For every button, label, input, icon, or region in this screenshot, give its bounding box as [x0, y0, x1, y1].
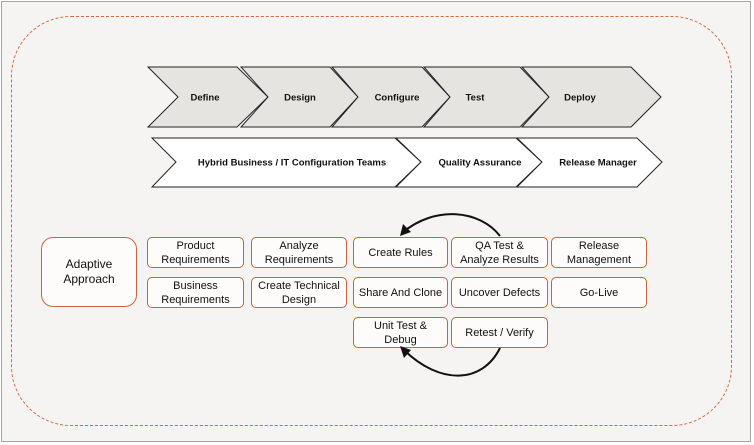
- retest-verify-label: Retest / Verify: [465, 326, 534, 339]
- team-label-release: Release Manager: [559, 157, 637, 169]
- uncover-defects-label: Uncover Defects: [458, 286, 541, 299]
- activity-box: Unit Test & Debug: [353, 317, 448, 348]
- dashed-boundary: [11, 16, 732, 426]
- team-label-hybrid: Hybrid Business / IT Configuration Teams: [197, 157, 387, 169]
- phase-label-define: Define: [190, 92, 220, 104]
- analyze-requirements-label: Analyze Requirements: [264, 239, 334, 266]
- activity-box: Create Rules: [353, 237, 448, 268]
- adaptive-approach-label: Adaptive Approach: [63, 257, 115, 286]
- phase-design-chevron: [239, 66, 359, 128]
- phase-label-design: Design: [284, 92, 316, 104]
- qa-test-analyze-label: QA Test & Analyze Results: [460, 239, 539, 266]
- phase-test-chevron: [422, 66, 550, 128]
- share-and-clone-label: Share And Clone: [358, 286, 443, 299]
- release-management-label: Release Management: [566, 239, 632, 266]
- go-live-label: Go-Live: [579, 286, 619, 299]
- team-hybrid-chevron: [150, 137, 422, 188]
- activity-box: Create Technical Design: [251, 277, 347, 308]
- activity-box: Share And Clone: [353, 277, 448, 308]
- business-requirements-label: Business Requirements: [161, 279, 230, 306]
- adaptive-approach-box: Adaptive Approach: [41, 237, 137, 307]
- create-technical-design-label: Create Technical Design: [258, 279, 340, 306]
- phase-label-test: Test: [465, 92, 485, 104]
- activity-box: Analyze Requirements: [251, 237, 347, 268]
- team-release-chevron: [515, 137, 663, 188]
- phase-label-deploy: Deploy: [564, 92, 596, 104]
- activity-box: Uncover Defects: [451, 277, 548, 308]
- create-rules-label: Create Rules: [368, 246, 433, 259]
- activity-box: QA Test & Analyze Results: [451, 237, 548, 268]
- activity-box: Retest / Verify: [451, 317, 548, 348]
- phase-label-configure: Configure: [374, 92, 420, 104]
- team-label-qa: Quality Assurance: [438, 157, 522, 169]
- phase-deploy-chevron: [520, 66, 662, 128]
- team-qa-chevron: [394, 137, 543, 188]
- activity-box: Release Management: [551, 237, 647, 268]
- activity-box: Product Requirements: [147, 237, 244, 268]
- phase-define-chevron: [146, 66, 269, 128]
- activity-box: Go-Live: [551, 277, 647, 308]
- product-requirements-label: Product Requirements: [161, 239, 230, 266]
- activity-box: Business Requirements: [147, 277, 244, 308]
- unit-test-debug-label: Unit Test & Debug: [374, 319, 427, 346]
- phase-configure-chevron: [330, 66, 451, 128]
